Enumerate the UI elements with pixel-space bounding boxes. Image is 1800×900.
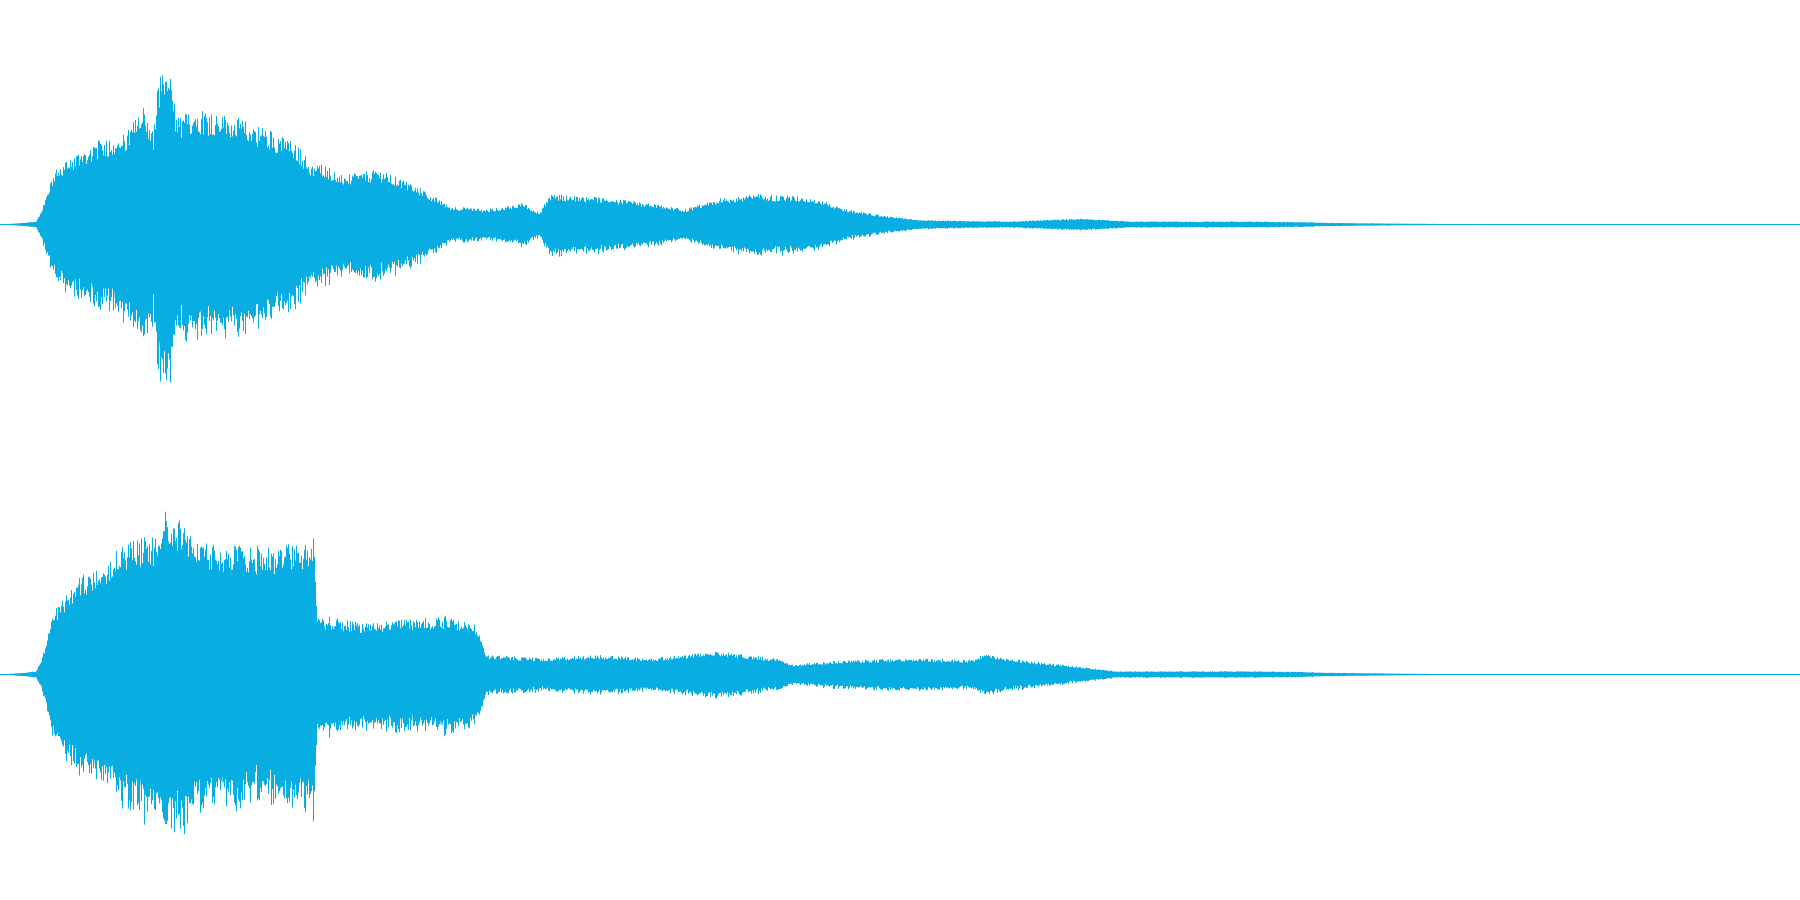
channel-top-peaks <box>28 75 1314 383</box>
channel-bottom <box>0 511 1800 835</box>
channel-bottom-peaks <box>28 511 1314 835</box>
channel-top <box>0 75 1800 383</box>
